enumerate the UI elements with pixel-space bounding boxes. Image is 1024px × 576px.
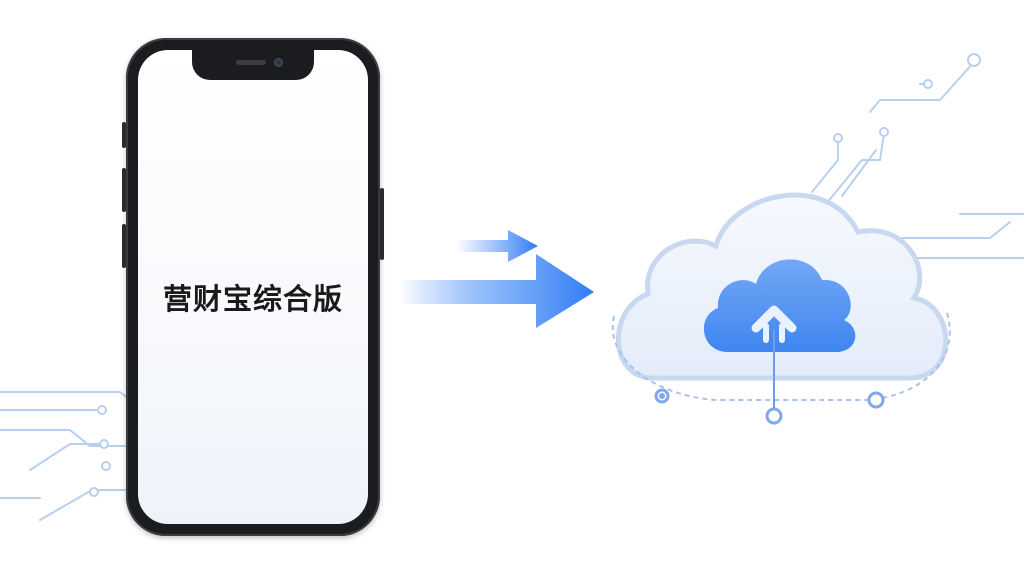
small-arrow (456, 230, 538, 262)
big-arrow (400, 254, 594, 328)
transfer-arrow (400, 230, 594, 328)
orbit-node (867, 391, 885, 409)
orbit-node (765, 407, 783, 425)
silent-switch (122, 122, 126, 148)
orbit-path (611, 309, 951, 401)
app-name-label: 营财宝综合版 (162, 282, 343, 316)
speaker-grille (236, 60, 266, 65)
phone-screen: 营财宝综合版 (138, 50, 368, 524)
volume-up-button (122, 168, 126, 212)
upload-arrow-icon (751, 305, 797, 410)
power-button (380, 188, 384, 260)
cloud-icon (611, 192, 951, 425)
inner-cloud (703, 259, 856, 352)
front-camera (274, 58, 283, 67)
phone-notch (192, 50, 314, 80)
volume-down-button (122, 224, 126, 268)
phone-device: 营财宝综合版 (122, 38, 384, 536)
